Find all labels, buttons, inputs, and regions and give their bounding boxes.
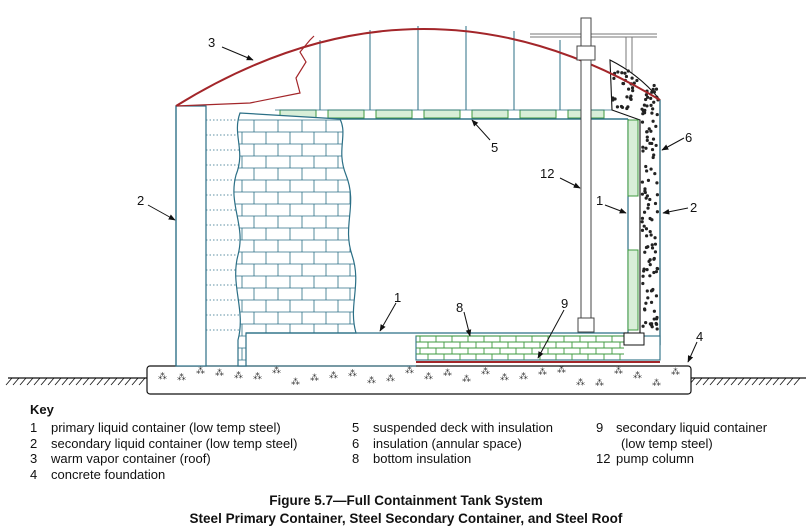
svg-text:⁂: ⁂ — [177, 372, 186, 383]
svg-text:⁂: ⁂ — [633, 370, 642, 381]
svg-text:⁂: ⁂ — [291, 376, 300, 387]
callout-labels: 3 2 5 6 12 1 2 1 8 9 4 — [137, 35, 703, 344]
key-number: 1 — [30, 420, 38, 435]
svg-text:⁂: ⁂ — [462, 373, 471, 384]
key-number: 6 — [352, 435, 360, 451]
callout-2-right: 2 — [690, 200, 697, 215]
key-number: 4 — [30, 466, 38, 482]
callout-9: 9 — [561, 296, 568, 311]
leader-lines — [147, 46, 698, 363]
svg-text:⁂: ⁂ — [595, 378, 604, 389]
cutaway-grid — [205, 115, 240, 335]
key-item: 12 pump column — [596, 451, 767, 467]
callout-8: 8 — [456, 300, 463, 315]
suspended-deck-insulation — [279, 109, 605, 119]
svg-text:⁂: ⁂ — [405, 365, 414, 376]
svg-text:⁂: ⁂ — [671, 367, 680, 378]
svg-text:⁂: ⁂ — [329, 370, 338, 381]
svg-text:⁂: ⁂ — [253, 371, 262, 382]
figure-caption-subtitle: Steel Primary Container, Steel Secondary… — [189, 511, 623, 526]
svg-text:⁂: ⁂ — [158, 371, 167, 382]
key-text: bottom insulation — [373, 451, 472, 466]
svg-text:⁂: ⁂ — [538, 366, 547, 377]
callout-1-right: 1 — [596, 193, 603, 208]
callout-12: 12 — [540, 166, 554, 181]
key-text: suspended deck with insulation — [373, 420, 553, 435]
svg-text:⁂: ⁂ — [424, 371, 433, 382]
warm-vapor-container-roof — [175, 28, 661, 366]
key-text: warm vapor container (roof) — [51, 451, 211, 466]
svg-text:⁂: ⁂ — [443, 367, 452, 378]
svg-text:⁂: ⁂ — [196, 366, 205, 377]
annular-insulation — [609, 59, 661, 346]
key-text: secondary liquid container (low temp ste… — [51, 435, 298, 451]
pump-column — [576, 17, 596, 333]
secondary-container-wall-left — [175, 105, 207, 367]
key-column-3: 9 secondary liquid container (low temp st… — [596, 420, 767, 467]
key-item: 6 insulation (annular space) — [352, 436, 553, 452]
svg-text:⁂: ⁂ — [557, 365, 566, 376]
callout-3: 3 — [208, 35, 215, 50]
key-text: primary liquid container (low temp steel… — [51, 420, 281, 435]
svg-text:⁂: ⁂ — [310, 372, 319, 383]
svg-text:⁂: ⁂ — [386, 373, 395, 384]
svg-text:⁂: ⁂ — [519, 371, 528, 382]
callout-5: 5 — [491, 140, 498, 155]
key-item: 4 concrete foundation — [30, 467, 297, 483]
key-item: 2 secondary liquid container (low temp st… — [30, 436, 297, 452]
callout-4: 4 — [696, 329, 703, 344]
key-number: 5 — [352, 420, 360, 435]
key-number: 2 — [30, 435, 38, 451]
key-number: 9 — [596, 420, 604, 435]
svg-text:⁂: ⁂ — [234, 370, 243, 381]
callout-2-left: 2 — [137, 193, 144, 208]
roof-ribs — [319, 26, 561, 110]
key-text-continued: (low temp steel) — [621, 435, 713, 451]
bottom-insulation — [415, 332, 661, 361]
callout-1-bottom: 1 — [394, 290, 401, 305]
svg-text:⁂: ⁂ — [215, 367, 224, 378]
key-number: 12 — [596, 451, 611, 466]
svg-text:⁂: ⁂ — [614, 366, 623, 377]
key-text: insulation (annular space) — [373, 435, 522, 451]
key-item: 5 suspended deck with insulation — [352, 420, 553, 436]
key-item: 8 bottom insulation — [352, 451, 553, 467]
callout-6: 6 — [685, 130, 692, 145]
key-text: concrete foundation — [51, 466, 166, 482]
key-item: 3 warm vapor container (roof) — [30, 451, 297, 467]
key-item: 1 primary liquid container (low temp stee… — [30, 420, 297, 436]
key-text: secondary liquid container — [616, 420, 768, 435]
key-column-2: 5 suspended deck with insulation 6 insulat… — [352, 420, 553, 467]
svg-text:⁂: ⁂ — [367, 375, 376, 386]
svg-text:⁂: ⁂ — [272, 365, 281, 376]
svg-text:⁂: ⁂ — [500, 372, 509, 383]
concrete-foundation: ⁂ ⁂ ⁂ ⁂ ⁂ ⁂ ⁂ ⁂ ⁂ ⁂ ⁂ ⁂ ⁂ ⁂ ⁂ ⁂ ⁂ ⁂ ⁂ ⁂ ⁂ ⁂ ⁂ ⁂ ⁂ ⁂ ⁂ ⁂ — [146, 365, 692, 395]
svg-text:⁂: ⁂ — [576, 377, 585, 388]
key-item: 9 secondary liquid container — [596, 420, 767, 436]
svg-text:⁂: ⁂ — [348, 368, 357, 379]
tank-diagram: ⁂ ⁂ ⁂ ⁂ ⁂ ⁂ ⁂ ⁂ ⁂ ⁂ ⁂ ⁂ ⁂ ⁂ ⁂ ⁂ ⁂ ⁂ ⁂ ⁂ ⁂ ⁂ ⁂ ⁂ ⁂ ⁂ ⁂ ⁂ — [5, 17, 806, 395]
key-column-1: 1 primary liquid container (low temp stee… — [30, 420, 297, 482]
svg-text:⁂: ⁂ — [481, 366, 490, 377]
key-title: Key — [30, 402, 54, 417]
key-number: 8 — [352, 451, 360, 466]
figure-caption-title: Figure 5.7—Full Containment Tank System — [269, 493, 543, 508]
key-number: 3 — [30, 451, 38, 466]
key-text: pump column — [616, 451, 695, 466]
svg-text:⁂: ⁂ — [652, 377, 661, 388]
